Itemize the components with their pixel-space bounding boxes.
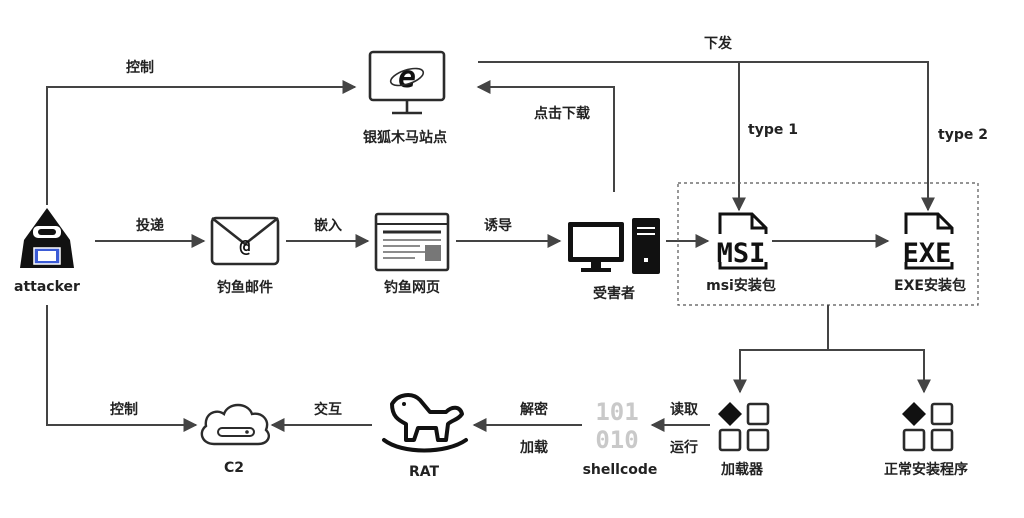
edge-issue-type1 bbox=[478, 61, 746, 212]
label-embed: 嵌入 bbox=[314, 217, 342, 234]
apps-grid-icon-normal bbox=[902, 402, 954, 452]
edge-control-top bbox=[46, 80, 357, 205]
node-rat-label: RAT bbox=[409, 464, 440, 480]
mail-icon: @ bbox=[210, 216, 280, 266]
node-trojan-site-label: 银狐木马站点 bbox=[363, 129, 447, 146]
bits-row-2: 010 bbox=[595, 426, 638, 454]
browser-monitor-icon: e bbox=[368, 50, 446, 115]
node-phishing-mail-label: 钓鱼邮件 bbox=[217, 279, 273, 296]
rocking-horse-icon bbox=[382, 393, 468, 453]
node-shellcode-label: shellcode bbox=[583, 462, 658, 478]
label-type2: type 2 bbox=[938, 127, 988, 143]
node-c2-label: C2 bbox=[224, 460, 244, 476]
ie-glyph: e bbox=[398, 60, 416, 95]
webpage-icon bbox=[374, 212, 450, 272]
edge-control-bottom bbox=[46, 305, 198, 432]
edge-to-loader bbox=[733, 349, 828, 394]
label-run: 运行 bbox=[670, 439, 698, 456]
label-click-download: 点击下载 bbox=[534, 105, 590, 122]
cloud-server-icon bbox=[200, 403, 270, 446]
computer-icon bbox=[568, 218, 660, 274]
node-exe-label: EXE安装包 bbox=[894, 277, 966, 294]
label-type1: type 1 bbox=[748, 122, 798, 138]
label-decrypt: 解密 bbox=[520, 401, 548, 418]
exe-file-icon: EXE bbox=[896, 212, 958, 270]
node-loader-label: 加载器 bbox=[720, 461, 764, 478]
apps-grid-icon-loader bbox=[718, 402, 770, 452]
label-lure: 诱导 bbox=[484, 217, 512, 234]
label-deliver: 投递 bbox=[136, 217, 164, 234]
label-interact: 交互 bbox=[314, 401, 342, 418]
node-normal-installer-label: 正常安装程序 bbox=[884, 461, 968, 478]
label-control-bottom: 控制 bbox=[110, 401, 138, 418]
node-phishing-page-label: 钓鱼网页 bbox=[384, 279, 440, 296]
node-victim-label: 受害者 bbox=[593, 285, 635, 302]
exe-glyph: EXE bbox=[903, 238, 952, 269]
at-glyph: @ bbox=[240, 236, 251, 257]
node-attacker-label: attacker bbox=[14, 279, 80, 295]
bits-row-1: 101 bbox=[595, 398, 638, 426]
label-read: 读取 bbox=[670, 401, 699, 418]
node-msi-label: msi安装包 bbox=[706, 277, 776, 294]
label-load: 加载 bbox=[519, 439, 548, 456]
edge-to-normal bbox=[828, 349, 931, 394]
edge-issue-type2 bbox=[739, 61, 935, 212]
msi-glyph: MSI bbox=[717, 238, 766, 269]
msi-file-icon: MSI bbox=[712, 212, 770, 270]
label-issue: 下发 bbox=[704, 35, 733, 52]
edge-click-download bbox=[476, 80, 615, 192]
hacker-icon bbox=[20, 208, 74, 268]
label-control-top: 控制 bbox=[126, 59, 154, 76]
binary-icon: 101 010 bbox=[595, 398, 638, 454]
